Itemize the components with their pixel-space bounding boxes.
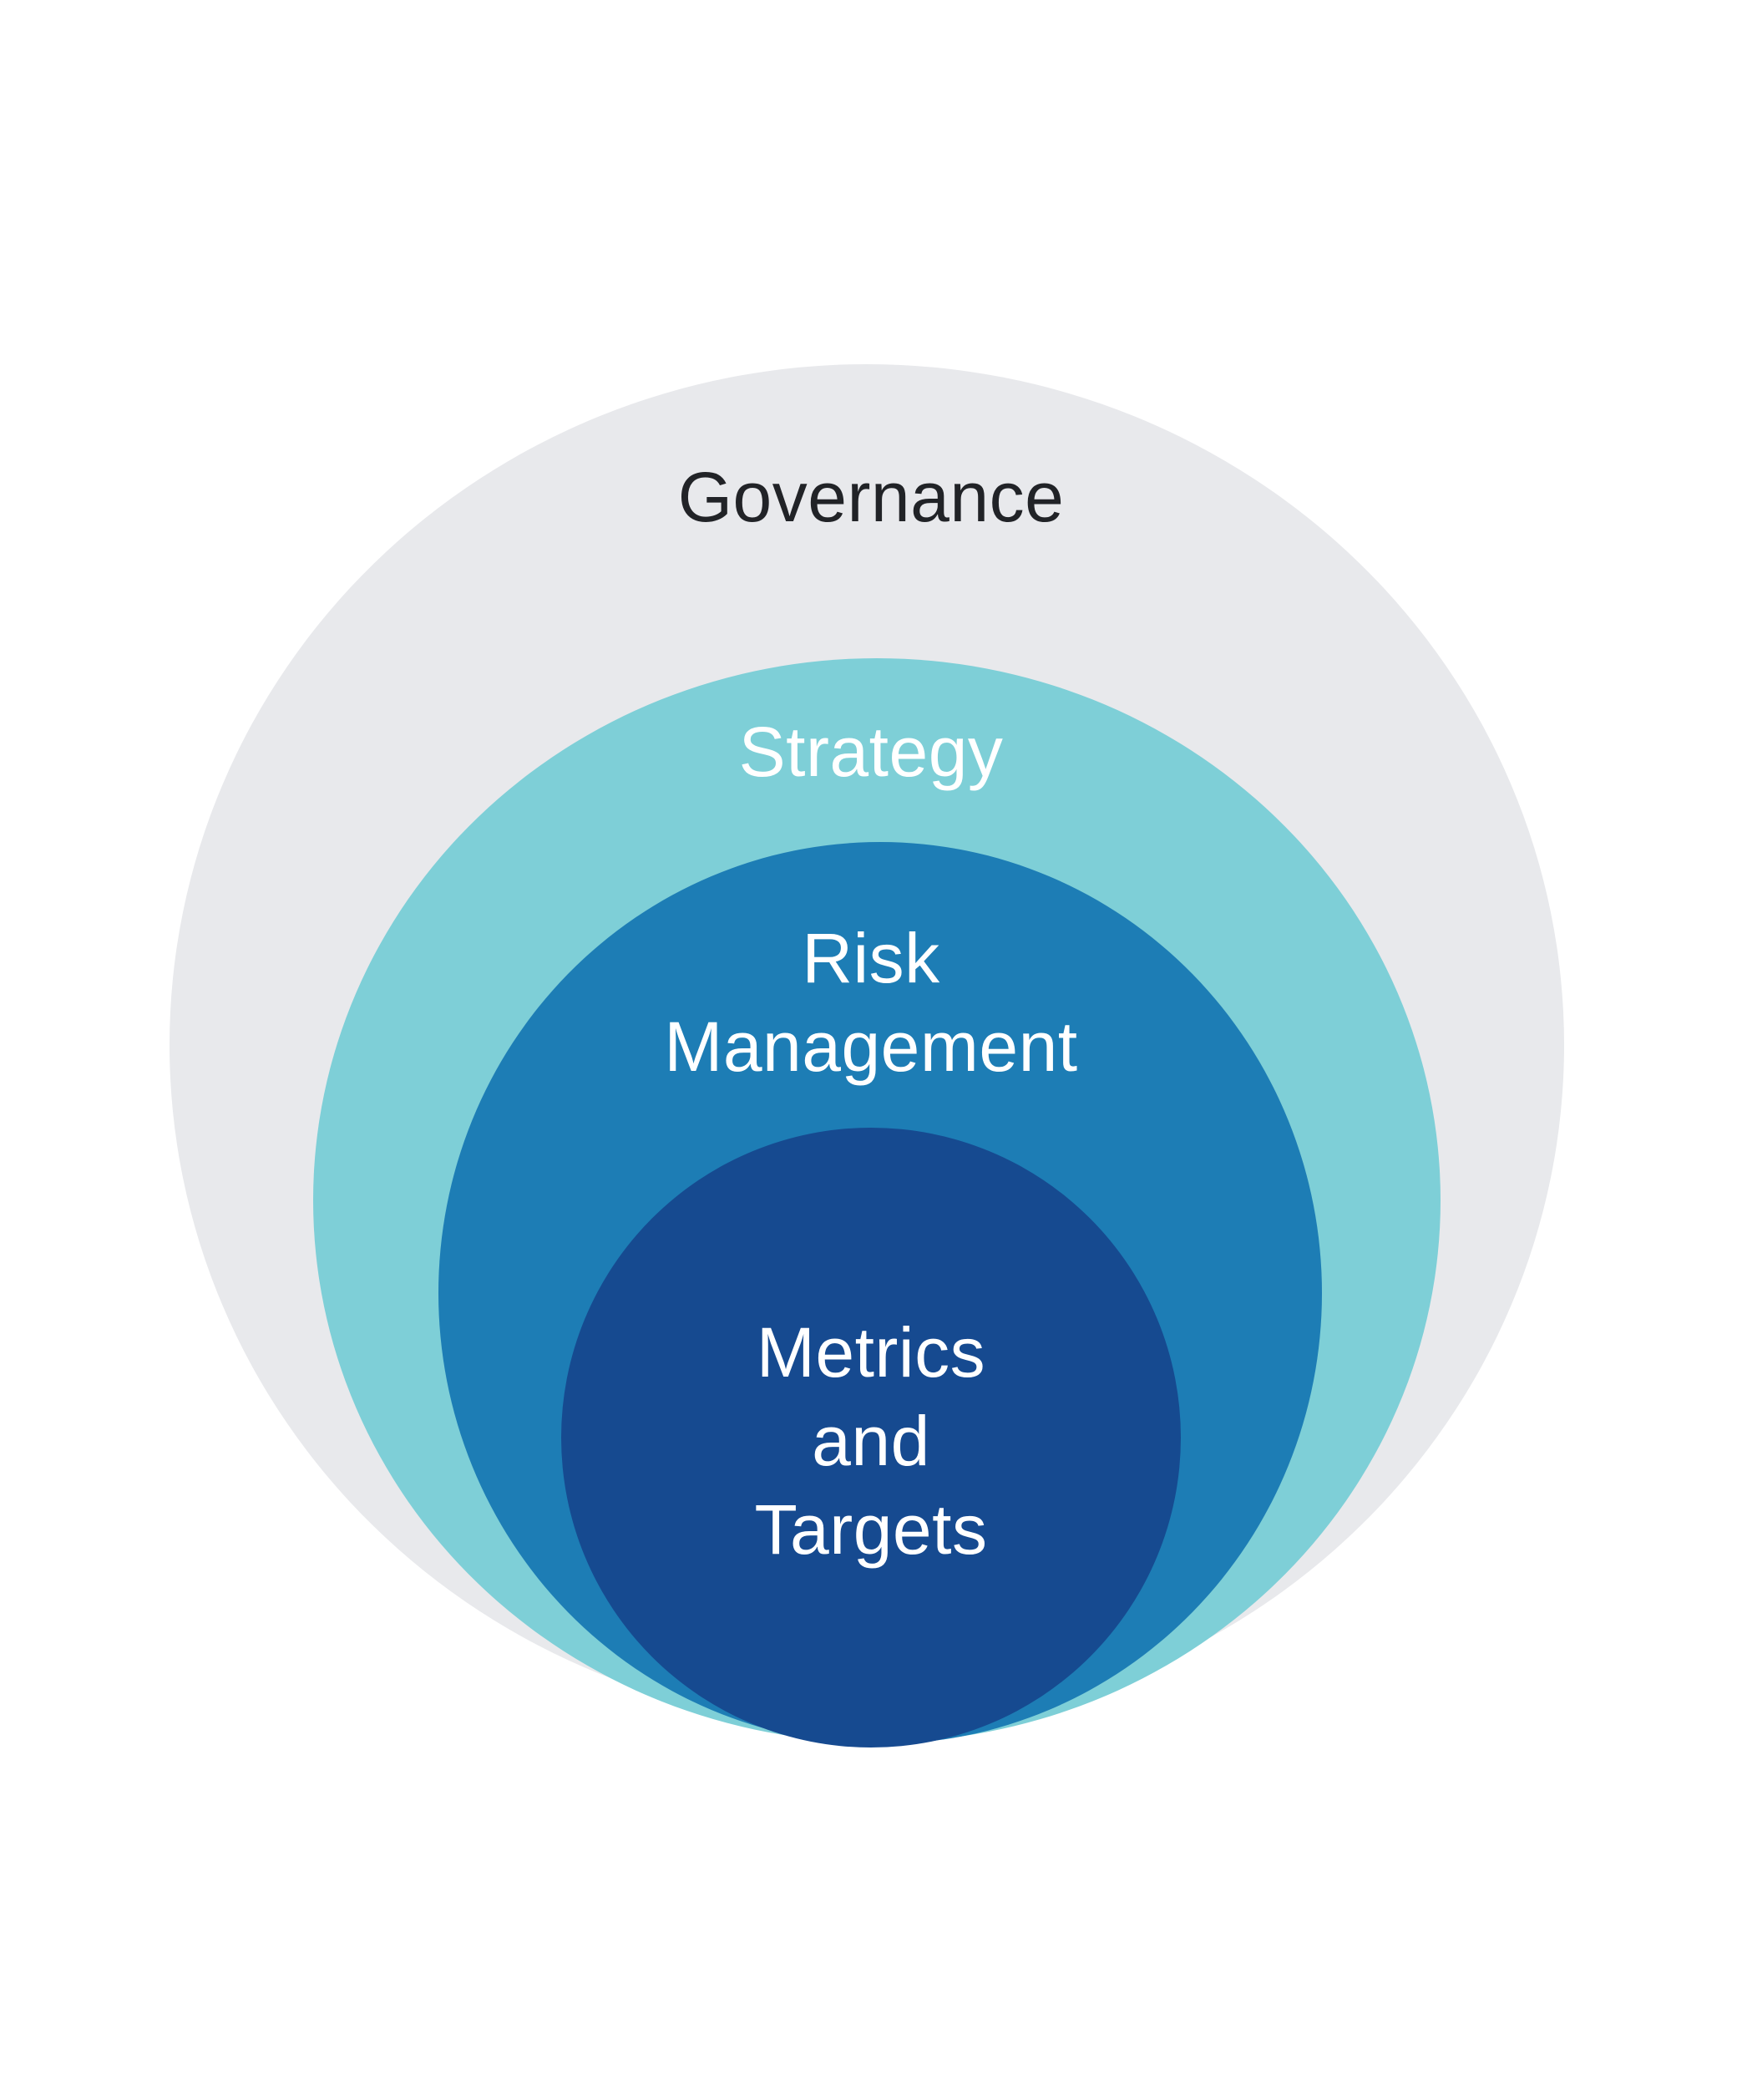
metrics-and-targets-circle — [561, 1128, 1181, 1747]
metrics-and-targets-label: Metrics and Targets — [0, 1308, 1742, 1574]
metrics-and-targets-label-line-1: Metrics — [756, 1313, 986, 1392]
strategy-label: Strategy — [738, 713, 1004, 791]
risk-management-label-line-1: Risk — [802, 919, 940, 997]
metrics-and-targets-label-line-2: and — [812, 1402, 930, 1480]
governance-label: Governance — [677, 458, 1065, 536]
metrics-and-targets-label-line-3: Targets — [754, 1490, 988, 1569]
risk-management-label-line-2: Management — [664, 1007, 1078, 1086]
risk-management-label: Risk Management — [0, 914, 1742, 1091]
